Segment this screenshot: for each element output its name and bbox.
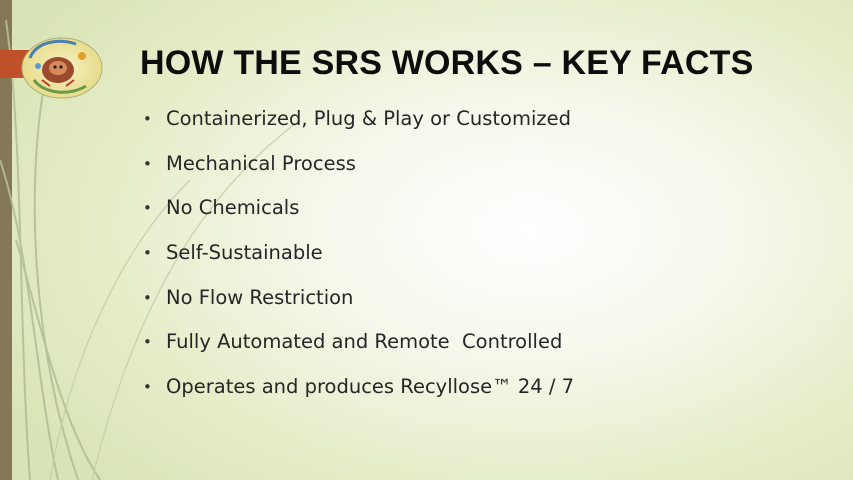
bullet: •: [143, 154, 152, 173]
bullet: •: [143, 110, 152, 128]
bullet: •: [143, 288, 152, 307]
fact-text: Fully Automated and Remote Controlled: [166, 330, 563, 354]
fact-item: • Fully Automated and Remote Controlled: [140, 327, 574, 372]
bullet: •: [143, 333, 152, 352]
fact-item: • Self-Sustainable: [140, 238, 574, 283]
fact-text: Containerized, Plug & Play or Customized: [166, 107, 571, 130]
fact-item: • Containerized, Plug & Play or Customize…: [140, 104, 574, 149]
left-edge-bar: [0, 0, 12, 480]
bullet: •: [143, 199, 152, 218]
fact-text: No Flow Restriction: [166, 285, 354, 309]
fact-item: • Mechanical Process: [140, 149, 574, 194]
circular-logo-icon: [21, 37, 103, 99]
key-facts-list: • Containerized, Plug & Play or Customize…: [140, 104, 574, 417]
fact-item: • Operates and produces Recyllose™ 24 / 7: [140, 372, 574, 417]
fact-text: No Chemicals: [166, 196, 300, 220]
fact-text: Mechanical Process: [166, 151, 356, 175]
bullet: •: [143, 244, 152, 263]
slide-title: HOW THE SRS WORKS – KEY FACTS: [140, 44, 754, 82]
bullet: •: [143, 378, 152, 397]
fact-text: Self-Sustainable: [166, 241, 323, 265]
fact-item: • No Flow Restriction: [140, 283, 574, 328]
fact-text: Operates and produces Recyllose™ 24 / 7: [166, 375, 575, 399]
fact-item: • No Chemicals: [140, 193, 574, 238]
